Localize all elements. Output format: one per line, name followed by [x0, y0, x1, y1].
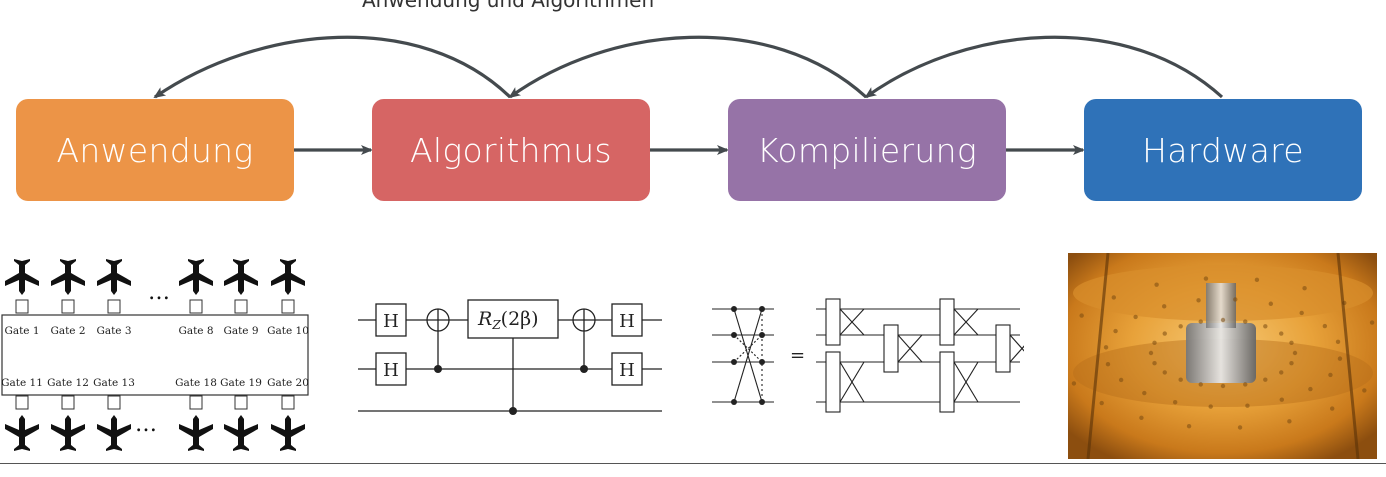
gate-bridge: [281, 299, 295, 314]
airplane-icon: [271, 259, 305, 295]
airplane-icon: [179, 259, 213, 295]
airport-gates-illustration: … … Gate 1 Gate 2 Gate 3 Gate 8 Gate 9 Gate 1…: [1, 259, 309, 451]
gate-label: Gate 12: [47, 377, 89, 389]
hadamard-gate: [375, 303, 407, 337]
gate-bridge: [189, 395, 203, 410]
stage-label: Kompilierung: [757, 130, 977, 170]
airplane-icon: [224, 259, 258, 295]
cryostat-photo: [1068, 253, 1377, 459]
gate-label: Gate 9: [223, 325, 258, 337]
stage-label: Anwendung: [56, 130, 254, 170]
cnot-control: [434, 365, 442, 373]
stage-label: Algorithmus: [410, 130, 612, 170]
swap-gate-block: [939, 298, 955, 346]
gate-bridge: [15, 395, 29, 410]
h-label: H: [383, 360, 399, 381]
gate-bridge: [234, 299, 248, 314]
swap-gate-block: [883, 324, 899, 373]
bottom-ellipsis: …: [135, 412, 157, 437]
airplane-icon: [97, 415, 131, 451]
gate-label: Gate 11: [1, 377, 43, 389]
h-label: H: [619, 360, 635, 381]
stage-box-kompilierung: Kompilierung: [728, 99, 1006, 201]
feedback-arrow-3: [864, 35, 1224, 99]
gate-label: Gate 8: [178, 325, 213, 337]
gate-label: Gate 18: [175, 377, 217, 389]
clipped-caption: Anwendung und Algorithmen: [362, 0, 655, 12]
hadamard-gate: [611, 352, 643, 386]
airplane-icon: [5, 415, 39, 451]
gate-bridge: [107, 395, 121, 410]
airplane-icon: [51, 259, 85, 295]
bottom-rule: [0, 463, 1386, 464]
gate-label: Gate 10: [267, 325, 309, 337]
gate-label: Gate 2: [50, 325, 85, 337]
swap-gate-block: [825, 298, 841, 346]
gate-label: Gate 13: [93, 377, 135, 389]
gate-label: Gate 20: [267, 377, 309, 389]
gate-bridge: [15, 299, 29, 314]
gate-bridge: [281, 395, 295, 410]
gate-label: Gate 19: [220, 377, 262, 389]
h-label: H: [383, 311, 399, 332]
rz-control: [509, 407, 517, 415]
feedback-arrow-2: [508, 35, 868, 99]
feedback-arrow-1: [153, 35, 512, 99]
stage-box-anwendung: Anwendung: [16, 99, 294, 201]
gate-bridge: [189, 299, 203, 314]
gate-label: Gate 1: [4, 325, 39, 337]
gate-bridge: [234, 395, 248, 410]
hadamard-gate: [611, 303, 643, 337]
gate-bridge: [61, 395, 75, 410]
airplane-icon: [97, 259, 131, 295]
gate-bridge: [107, 299, 121, 314]
swap-gate-block: [825, 351, 841, 413]
gate-label: Gate 3: [96, 325, 131, 337]
hadamard-gate: [375, 352, 407, 386]
equals-sign: =: [790, 345, 805, 366]
top-ellipsis: …: [148, 280, 170, 305]
airplane-icon: [224, 415, 258, 451]
airplane-icon: [179, 415, 213, 451]
swap-gate-block: [939, 351, 955, 413]
compilation-swap-network: =: [712, 298, 1024, 413]
airplane-icon: [5, 259, 39, 295]
gate-bridge: [61, 299, 75, 314]
h-label: H: [619, 311, 635, 332]
rz-gate-label: RZ(2β): [477, 308, 539, 332]
stage-box-hardware: Hardware: [1084, 99, 1362, 201]
airplane-icon: [51, 415, 85, 451]
terminal-building: [1, 314, 309, 396]
stage-box-algorithmus: Algorithmus: [372, 99, 650, 201]
quantum-circuit: H H H H RZ(2β): [358, 299, 662, 415]
cnot-control: [580, 365, 588, 373]
rz-gate: [467, 299, 559, 339]
airplane-icon: [271, 415, 305, 451]
stage-label: Hardware: [1142, 130, 1304, 170]
swap-gate-block: [995, 324, 1011, 373]
